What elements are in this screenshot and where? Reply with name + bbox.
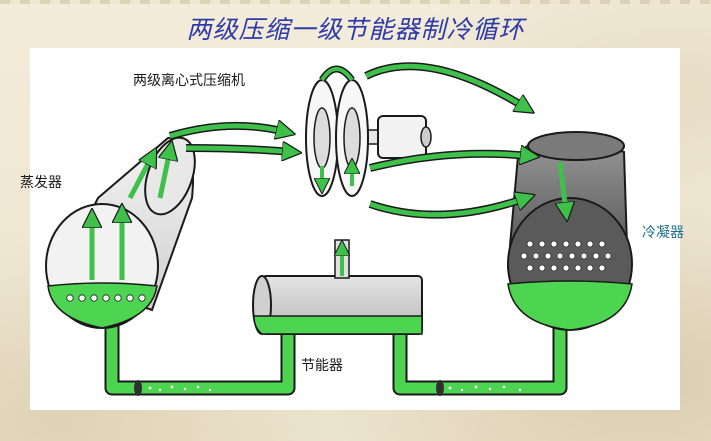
expansion-valve-icon bbox=[134, 380, 142, 396]
economizer-label: 节能器 bbox=[301, 358, 343, 374]
expansion-valve-icon bbox=[436, 380, 444, 396]
decorative-border bbox=[0, 0, 711, 4]
condenser-label: 冷凝器 bbox=[642, 225, 684, 241]
economizer bbox=[252, 239, 423, 335]
condenser bbox=[506, 131, 633, 331]
vapor-flow-arrows bbox=[168, 62, 530, 219]
liquid-pipes bbox=[104, 316, 568, 396]
refrigeration-diagram bbox=[45, 62, 633, 396]
diagram-panel bbox=[30, 48, 680, 410]
compressor bbox=[305, 65, 432, 197]
evaporator bbox=[45, 136, 196, 329]
page-title: 两级压缩一级节能器制冷循环 bbox=[186, 15, 525, 44]
compressor-label: 两级离心式压缩机 bbox=[133, 73, 245, 89]
evaporator-label: 蒸发器 bbox=[20, 175, 62, 191]
